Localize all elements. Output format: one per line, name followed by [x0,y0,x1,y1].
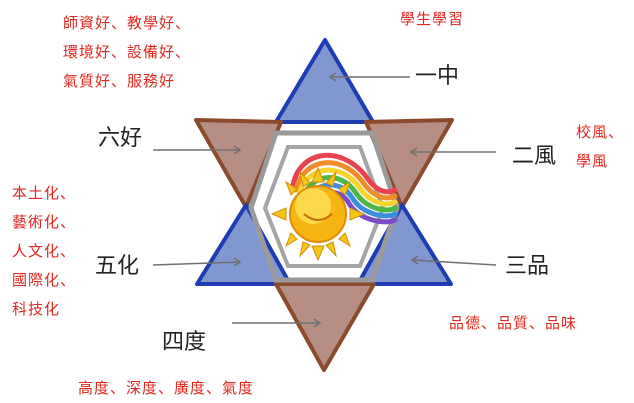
label-four-degrees: 四度 [162,330,207,355]
sun-icon [270,166,366,262]
note-line: 藝術化、 [12,213,77,231]
three-qualities-notes: 品德、品質、品味 [449,314,578,332]
note-line: 本土化、 [12,184,77,202]
label-two-wind: 二風 [512,144,557,169]
bottom-triangle [274,282,376,372]
note-line: 科技化 [12,300,61,318]
note-line: 國際化、 [12,271,77,289]
label-six-good: 六好 [98,126,143,151]
top-triangle [274,38,375,124]
hexagon-outer [248,130,400,283]
label-five-transform: 五化 [95,254,140,279]
note-line: 氣質好、服務好 [63,72,176,90]
arrows [152,72,497,328]
lower-left-triangle [195,203,292,286]
diagram-title: 學生學習 [400,10,465,28]
rainbow-icon [290,152,398,225]
label-three-qualities: 三品 [505,254,550,279]
note-line: 環境好、設備好、 [63,43,192,61]
note-line: 學風 [576,152,609,170]
note-line: 人文化、 [12,242,77,260]
label-one-center: 一中 [415,64,460,89]
note-line: 校風、 [576,123,625,141]
note-line: 師資好、教學好、 [63,14,192,32]
four-degrees-notes: 高度、深度、廣度、氣度 [78,379,255,397]
lower-right-triangle [356,203,453,286]
